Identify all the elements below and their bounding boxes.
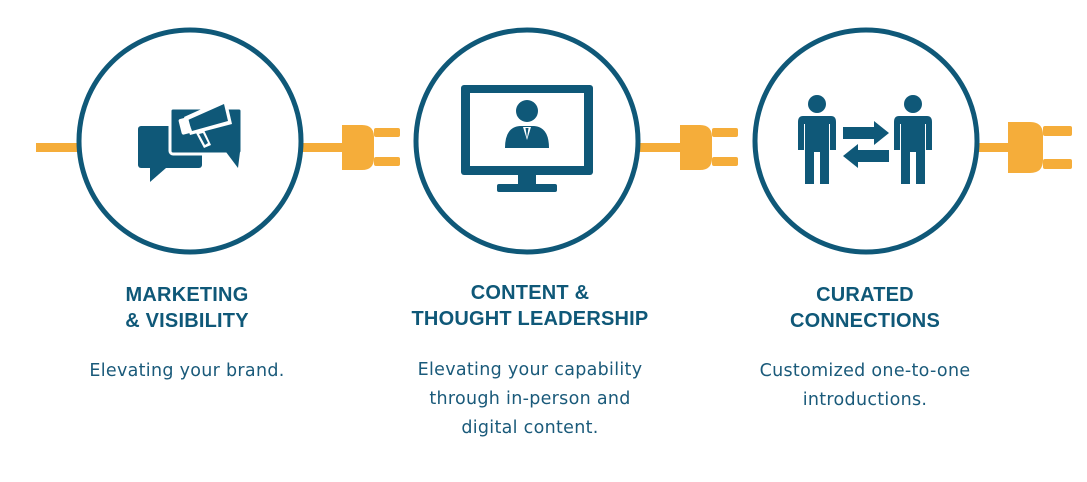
step-description-line: through in-person and bbox=[429, 389, 631, 409]
connector-cords bbox=[36, 143, 1008, 152]
step-title-line: CURATED bbox=[816, 284, 914, 306]
step-description-line: digital content. bbox=[461, 418, 599, 438]
step-circle-marketing bbox=[76, 27, 304, 255]
step-title: CONTENT & THOUGHT LEADERSHIP bbox=[385, 280, 675, 332]
step-title: CURATED CONNECTIONS bbox=[730, 282, 1000, 334]
power-plug-icon bbox=[342, 125, 400, 170]
power-plug-icon bbox=[1008, 122, 1072, 173]
step-description: Elevating your brand. bbox=[62, 357, 312, 386]
step-connections: CURATED CONNECTIONS Customized one-to-on… bbox=[730, 282, 1000, 415]
step-description: Elevating your capability through in-per… bbox=[385, 356, 675, 443]
step-description-line: Elevating your capability bbox=[417, 360, 643, 380]
computer-monitor-person-icon bbox=[461, 85, 593, 192]
step-description-line: introductions. bbox=[802, 390, 928, 410]
step-title-line: THOUGHT LEADERSHIP bbox=[411, 308, 649, 330]
step-description-line: Elevating your brand. bbox=[89, 361, 285, 381]
step-title: MARKETING & VISIBILITY bbox=[62, 282, 312, 334]
step-title-line: CONNECTIONS bbox=[790, 310, 940, 332]
megaphone-speech-bubbles-icon bbox=[138, 98, 244, 182]
step-circle-connections bbox=[752, 27, 980, 255]
step-title-line: MARKETING bbox=[125, 284, 249, 306]
step-description-line: Customized one-to-one bbox=[759, 361, 971, 381]
two-people-exchange-arrows-icon bbox=[798, 95, 932, 184]
step-description: Customized one-to-one introductions. bbox=[730, 357, 1000, 415]
step-content: CONTENT & THOUGHT LEADERSHIP Elevating y… bbox=[385, 280, 675, 443]
step-title-line: & VISIBILITY bbox=[125, 310, 249, 332]
power-plug-icon bbox=[680, 125, 738, 170]
step-title-line: CONTENT & bbox=[470, 282, 590, 304]
step-marketing: MARKETING & VISIBILITY Elevating your br… bbox=[62, 282, 312, 386]
step-circle-content bbox=[413, 27, 641, 255]
